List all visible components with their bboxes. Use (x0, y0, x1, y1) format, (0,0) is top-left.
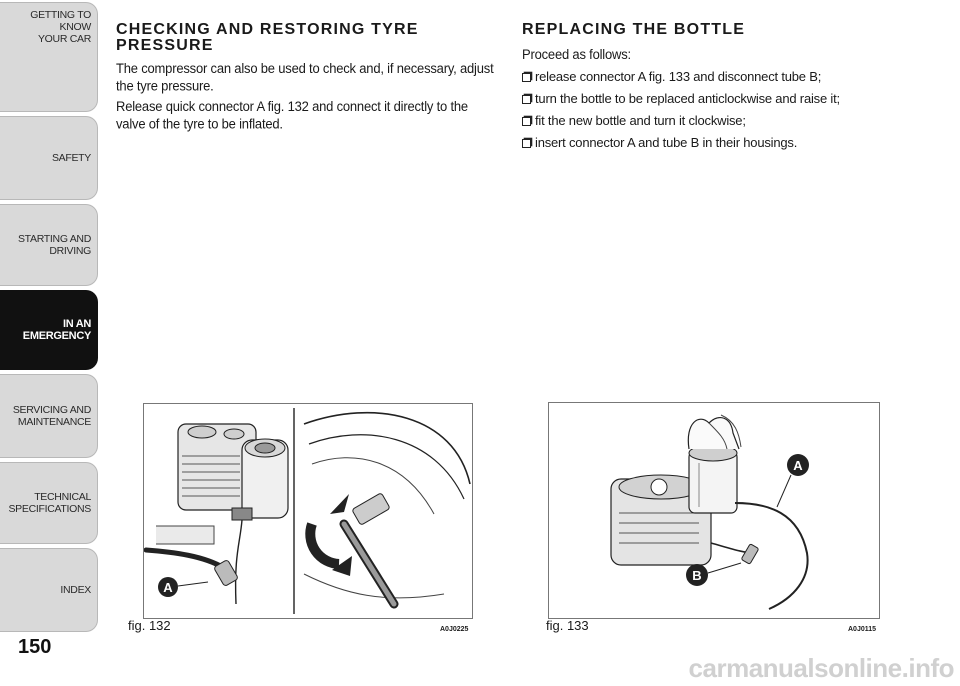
chapter-tabs: GETTING TO KNOW YOUR CAR SAFETY STARTING… (0, 0, 102, 640)
callout-a-label: A (163, 580, 173, 595)
paragraph: Release quick connector A fig. 132 and c… (116, 98, 468, 132)
list-item: release connector A fig. 133 and disconn… (522, 66, 882, 88)
callout-a-label: A (793, 458, 803, 473)
callout-a-marker (787, 454, 809, 476)
compressor-valve-drawing: A (144, 408, 471, 614)
figure-caption: fig. 132 (128, 618, 171, 633)
tab-getting-to-know-your-car[interactable]: GETTING TO KNOW YOUR CAR (0, 2, 98, 112)
tab-label: INDEX (60, 584, 91, 596)
tab-label: IN AN EMERGENCY (22, 318, 92, 342)
callout-a-marker (158, 577, 178, 597)
list-item: fit the new bottle and turn it clockwise… (522, 110, 882, 132)
steps-list: release connector A fig. 133 and disconn… (522, 66, 882, 154)
tab-safety[interactable]: SAFETY (0, 116, 98, 200)
tab-label: GETTING TO KNOW YOUR CAR (30, 9, 91, 45)
list-item: turn the bottle to be replaced anticlock… (522, 88, 882, 110)
tab-label: SAFETY (51, 152, 91, 164)
section-heading: REPLACING THE BOTTLE (522, 21, 746, 38)
checkbox-bullet-icon (522, 138, 531, 148)
list-item: insert connector A and tube B in their h… (522, 132, 882, 154)
tab-servicing-and-maintenance[interactable]: SERVICING AND MAINTENANCE (0, 374, 98, 458)
figure-code: A0J0225 (440, 626, 469, 633)
figure-132-illustration: A (143, 403, 473, 619)
callout-b-marker (686, 564, 708, 586)
checkbox-bullet-icon (522, 116, 531, 126)
tab-label: STARTING AND DRIVING (17, 233, 91, 257)
tab-label: TECHNICAL SPECIFICATIONS (8, 491, 91, 515)
section-replacing-bottle: REPLACING THE BOTTLE Proceed as follows:… (522, 22, 882, 154)
section-tyre-pressure: CHECKING AND RESTORING TYRE PRESSURE The… (116, 22, 500, 136)
section-heading: CHECKING AND RESTORING TYRE PRESSURE (116, 21, 419, 54)
checkbox-bullet-icon (522, 72, 531, 82)
tab-label: SERVICING AND MAINTENANCE (12, 404, 91, 428)
tab-starting-and-driving[interactable]: STARTING AND DRIVING (0, 204, 98, 286)
figure-133-illustration: A B (548, 402, 880, 619)
callout-b-label: B (692, 568, 701, 583)
watermark-text: carmanualsonline.info (688, 653, 955, 683)
tab-technical-specifications[interactable]: TECHNICAL SPECIFICATIONS (0, 462, 98, 544)
paragraph: The compressor can also be used to check… (116, 60, 494, 94)
figure-code: A0J0115 (848, 626, 877, 633)
tab-index[interactable]: INDEX (0, 548, 98, 632)
tab-in-an-emergency[interactable]: IN AN EMERGENCY (0, 290, 98, 370)
checkbox-bullet-icon (522, 94, 531, 104)
figure-caption: fig. 133 (546, 618, 589, 633)
page-number: 150 (18, 636, 52, 658)
intro-text: Proceed as follows: (522, 46, 631, 63)
bottle-replacement-drawing: A B (610, 414, 809, 610)
